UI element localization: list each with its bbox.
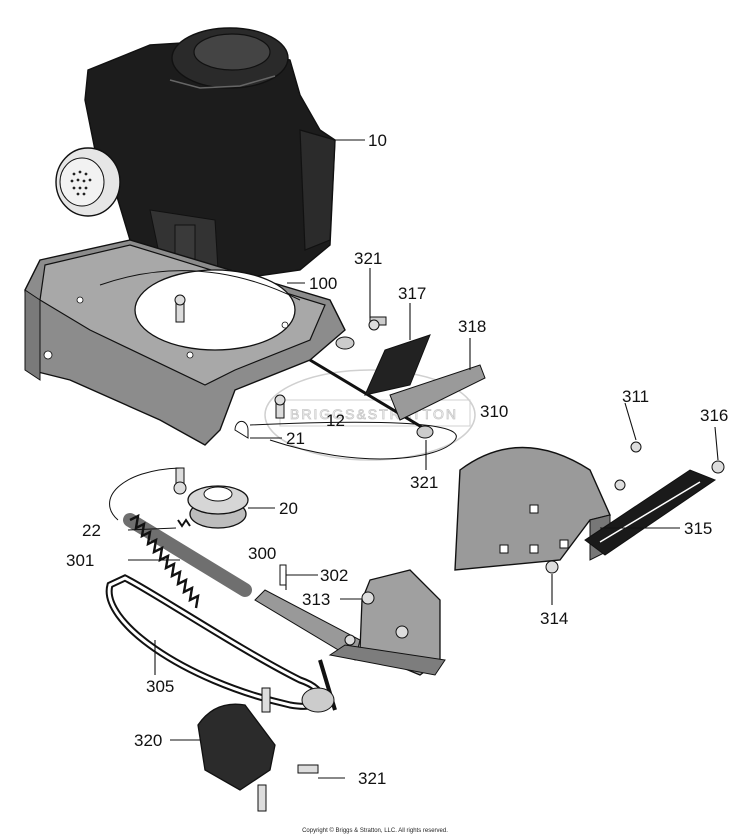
- deck-plate: [24, 239, 346, 495]
- deck-bolts: [173, 294, 286, 495]
- blade: [584, 469, 717, 556]
- key-part: [234, 420, 249, 439]
- bracket-317: [364, 334, 431, 396]
- hardware: [257, 319, 725, 812]
- leader-lines: [127, 139, 719, 779]
- callout-318: 318: [458, 317, 486, 336]
- bracket-318: [389, 364, 486, 421]
- blade-shaft-assembly: [301, 569, 446, 713]
- callout-20: 20: [279, 499, 298, 518]
- callout-321-mid: 321: [410, 473, 438, 492]
- callout-321-top: 321: [354, 249, 382, 268]
- callout-316: 316: [700, 406, 728, 425]
- copyright-notice: Copyright © Briggs & Stratton, LLC. All …: [302, 828, 448, 834]
- callout-302: 302: [320, 566, 348, 585]
- callout-310: 310: [480, 402, 508, 421]
- spring-22: [177, 518, 191, 528]
- callouts: 10 100 321 317 318 12 21 321 310 311 316…: [66, 131, 728, 788]
- engine-pulley: [187, 485, 249, 529]
- callout-305: 305: [146, 677, 174, 696]
- callout-321-bottom: 321: [358, 769, 386, 788]
- belt-routing-line: [109, 421, 457, 521]
- callout-22: 22: [82, 521, 101, 540]
- callout-300: 300: [248, 544, 276, 563]
- callout-100: 100: [309, 274, 337, 293]
- adjuster-rod: [309, 316, 434, 439]
- belt-cover: [197, 703, 276, 791]
- callout-311: 311: [622, 387, 649, 406]
- callout-301: 301: [66, 551, 94, 570]
- drive-belt: [105, 574, 325, 710]
- callout-314: 314: [540, 609, 568, 628]
- callout-12: 12: [326, 411, 345, 430]
- pin-302: [279, 564, 287, 586]
- callout-313: 313: [302, 590, 330, 609]
- svg-text:BRIGGS&STRATTON: BRIGGS&STRATTON: [290, 406, 458, 422]
- spring-301: [123, 513, 252, 609]
- callout-10: 10: [368, 131, 387, 150]
- blade-guard: [454, 446, 611, 571]
- engine-assembly: [55, 27, 336, 281]
- callout-315: 315: [684, 519, 712, 538]
- callout-317: 317: [398, 284, 426, 303]
- callout-21: 21: [286, 429, 305, 448]
- callout-320: 320: [134, 731, 162, 750]
